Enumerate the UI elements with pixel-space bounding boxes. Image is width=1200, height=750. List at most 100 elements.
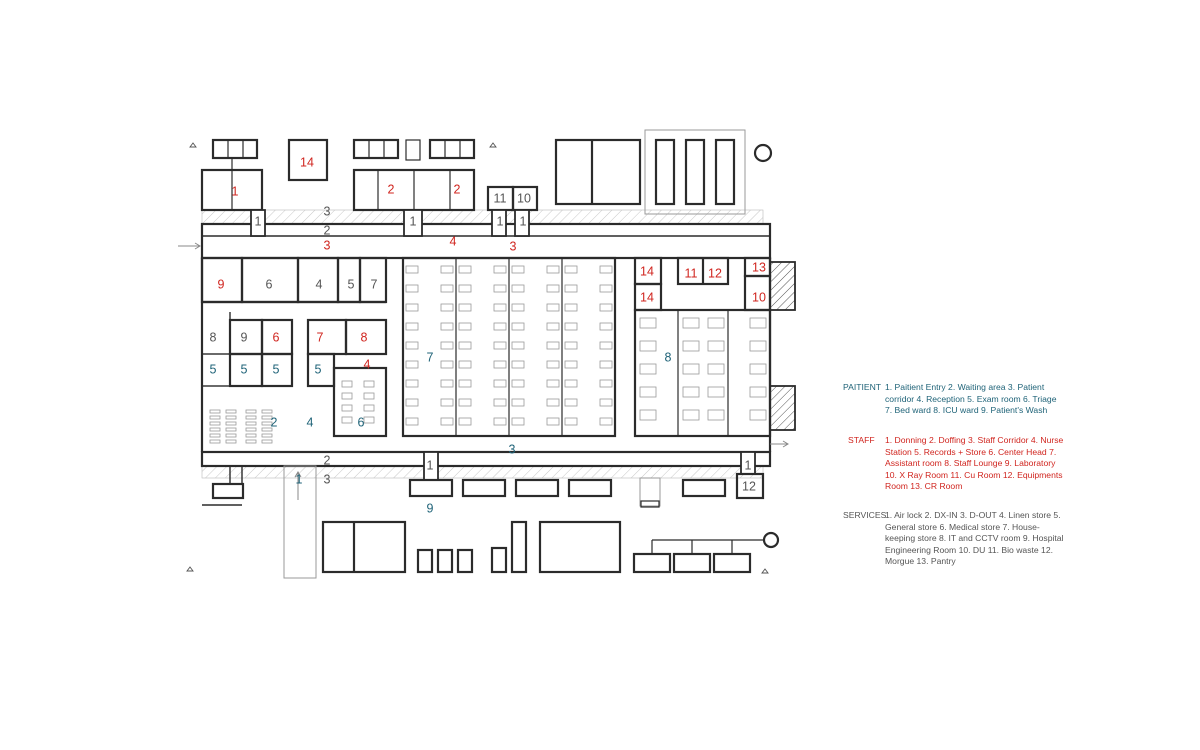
bed — [511, 379, 525, 388]
bed — [405, 284, 419, 293]
bed — [639, 363, 657, 375]
bed — [363, 392, 375, 400]
room-label: 1 — [410, 214, 417, 228]
bed — [511, 265, 525, 274]
bed — [564, 303, 578, 312]
bed — [639, 386, 657, 398]
bed — [261, 421, 273, 426]
bed — [599, 360, 613, 369]
bed — [458, 417, 472, 426]
bed — [707, 340, 725, 352]
bed — [511, 398, 525, 407]
room-label: 8 — [361, 330, 368, 344]
room-label: 4 — [316, 277, 323, 291]
bed — [363, 416, 375, 424]
bed — [209, 421, 221, 426]
bed — [546, 417, 560, 426]
bed — [261, 427, 273, 432]
bed — [707, 386, 725, 398]
room-label: 6 — [358, 415, 365, 429]
room-label: 2 — [271, 415, 278, 429]
bed — [511, 417, 525, 426]
bed — [493, 265, 507, 274]
room-label: 7 — [371, 277, 378, 291]
room-label: 2 — [324, 453, 331, 467]
bed — [225, 439, 237, 444]
bed — [564, 341, 578, 350]
room-label: 11 — [494, 191, 507, 205]
bed — [440, 284, 454, 293]
bed — [682, 340, 700, 352]
bed — [341, 416, 353, 424]
bed — [341, 392, 353, 400]
room-label: 12 — [742, 479, 756, 493]
room-label: 3 — [510, 239, 517, 253]
bed — [564, 322, 578, 331]
room-label: 3 — [324, 204, 331, 218]
bed — [546, 322, 560, 331]
bed — [682, 317, 700, 329]
bed — [564, 284, 578, 293]
room-label: 7 — [317, 330, 324, 344]
legend-text-staff: 1. Donning 2. Doffing 3. Staff Corridor … — [885, 435, 1064, 492]
bed — [458, 322, 472, 331]
room-label: 14 — [640, 264, 654, 278]
room-label: 5 — [315, 362, 322, 376]
room-label: 14 — [300, 155, 314, 169]
room-label: 8 — [665, 350, 672, 364]
bed — [458, 360, 472, 369]
bed — [546, 265, 560, 274]
bed — [511, 341, 525, 350]
bed — [225, 409, 237, 414]
bed — [458, 398, 472, 407]
south-outbuildings — [202, 465, 780, 579]
bed — [405, 265, 419, 274]
bed — [749, 317, 767, 329]
bed — [261, 409, 273, 414]
room-label: 2 — [454, 182, 461, 196]
bed — [707, 317, 725, 329]
bed — [682, 386, 700, 398]
bed — [599, 398, 613, 407]
bed — [245, 421, 257, 426]
bed — [493, 341, 507, 350]
bed — [245, 433, 257, 438]
bed — [440, 322, 454, 331]
bed — [707, 409, 725, 421]
room-label: 5 — [241, 362, 248, 376]
bed — [261, 415, 273, 420]
room-label: 13 — [752, 260, 766, 274]
bed — [458, 265, 472, 274]
bed — [599, 265, 613, 274]
bed — [440, 379, 454, 388]
bed — [493, 284, 507, 293]
bed — [493, 417, 507, 426]
bed — [749, 386, 767, 398]
room-label: 5 — [273, 362, 280, 376]
bed — [405, 417, 419, 426]
bed — [458, 284, 472, 293]
bed — [245, 439, 257, 444]
bed — [209, 415, 221, 420]
bed — [405, 398, 419, 407]
room-label: 4 — [364, 357, 371, 371]
room-label: 9 — [218, 277, 225, 291]
bed — [564, 360, 578, 369]
bed — [546, 360, 560, 369]
room-label: 3 — [324, 238, 331, 252]
room-label: 1 — [745, 458, 752, 472]
bed — [682, 363, 700, 375]
bed — [511, 360, 525, 369]
bed — [707, 363, 725, 375]
room-label: 14 — [640, 290, 654, 304]
bed — [225, 415, 237, 420]
bed — [599, 417, 613, 426]
room-label: 6 — [266, 277, 273, 291]
bed — [225, 427, 237, 432]
north-outbuildings — [200, 129, 773, 215]
bed — [245, 415, 257, 420]
bed — [209, 433, 221, 438]
south-corridor — [200, 450, 772, 468]
legend-heading-services: SERVICES — [843, 510, 887, 520]
